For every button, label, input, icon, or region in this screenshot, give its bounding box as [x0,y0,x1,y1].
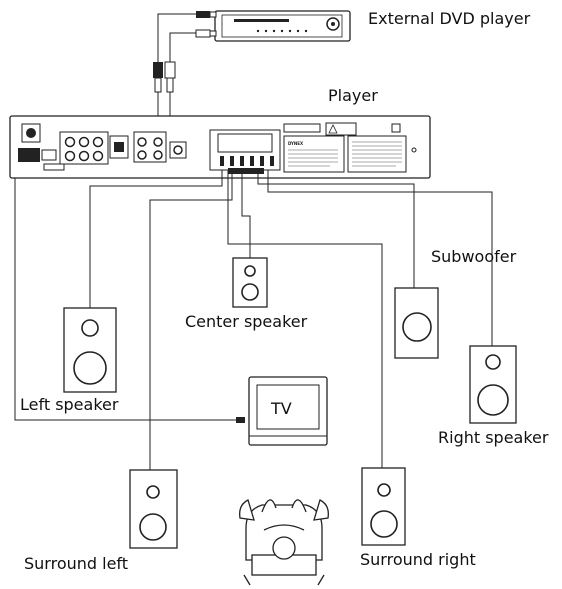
surround-left-label: Surround left [24,554,128,573]
center-speaker [232,257,268,308]
player-brand: DYNEX [288,141,303,146]
center-speaker-label: Center speaker [185,312,308,331]
surround-right-label: Surround right [360,550,476,569]
left-speaker-label: Left speaker [20,395,119,414]
tv-label: TV [270,399,292,418]
right-speaker [469,345,517,424]
tv [248,376,328,446]
speaker-wires [14,170,493,470]
left-speaker [63,307,117,393]
subwoofer-label: Subwoofer [431,247,517,266]
player-label: Player [328,86,378,105]
external-dvd-player [195,10,351,42]
surround-left-speaker [129,469,178,549]
subwoofer [394,287,439,359]
external-dvd-player-label: External DVD player [368,9,531,28]
surround-right-speaker [361,467,406,546]
right-speaker-label: Right speaker [438,428,549,447]
player-rear-panel: DYNEX [9,115,431,179]
listener-chair-icon [239,499,329,586]
